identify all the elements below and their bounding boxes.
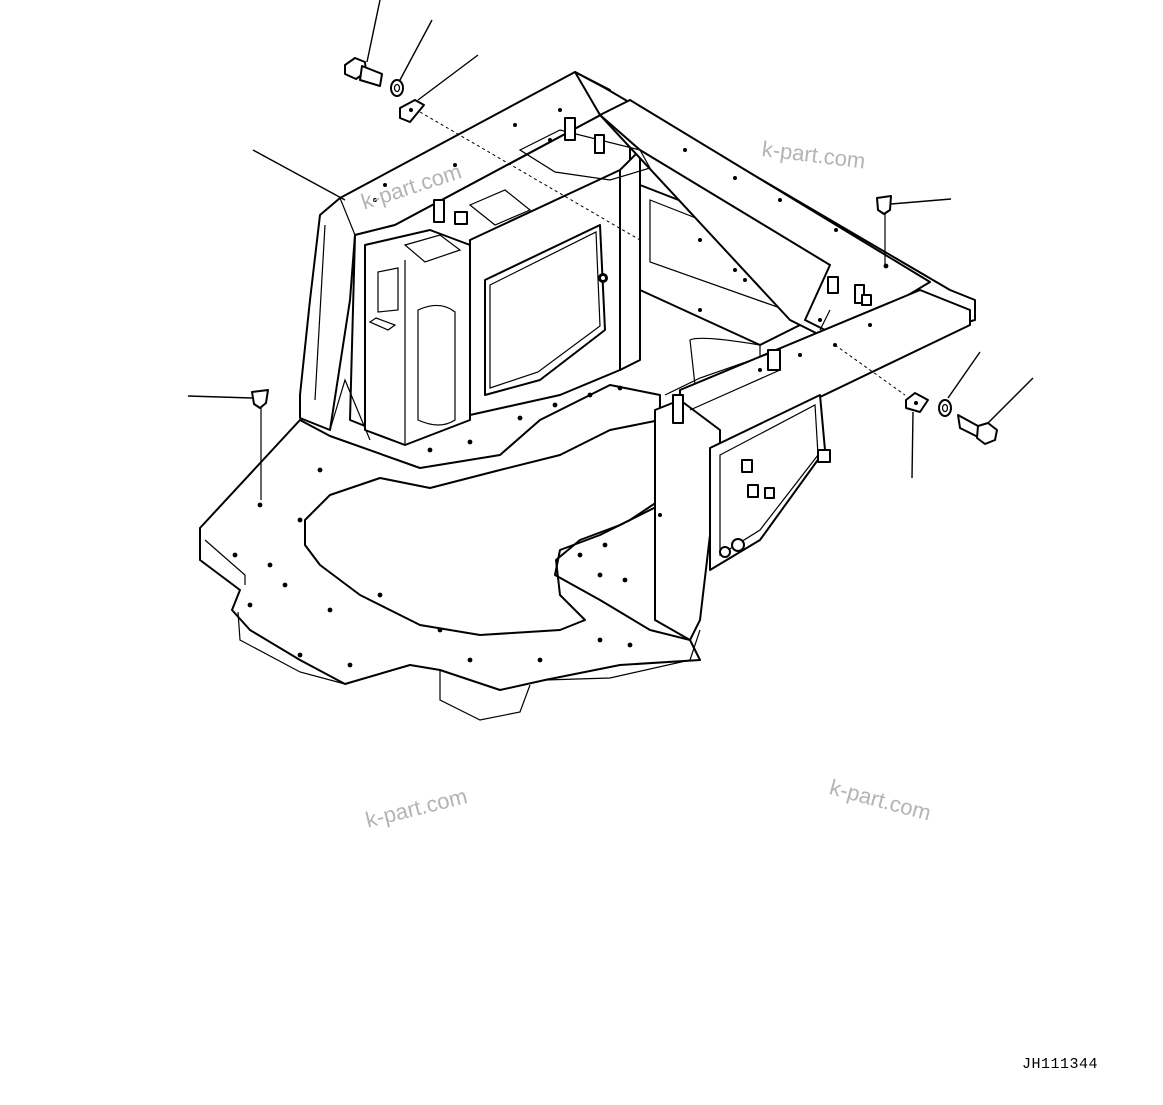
washer-right xyxy=(938,351,981,417)
plate-nut-right xyxy=(834,344,929,479)
cushion-right xyxy=(876,195,952,266)
bolt-right xyxy=(957,377,1034,445)
plate-nut-left xyxy=(399,54,641,241)
rear-panel xyxy=(469,149,821,416)
drawing-code: JH111344 xyxy=(1022,1056,1099,1073)
left-rear-wall xyxy=(299,71,631,446)
frame-leader xyxy=(252,149,346,201)
cushion-left xyxy=(187,389,269,500)
right-front-rail xyxy=(654,289,971,661)
washer-left xyxy=(390,19,433,97)
floor-plate xyxy=(199,384,701,721)
bolt-left: bolt-icon xyxy=(344,0,383,87)
